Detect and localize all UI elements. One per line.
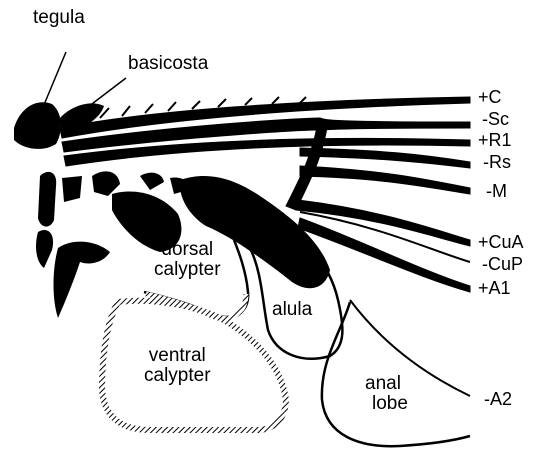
vein-label-sc: -Sc [482, 110, 509, 129]
vein-m [300, 166, 470, 194]
label-anal-lobe-line2: lobe [358, 394, 408, 414]
label-ventral-calypter: ventral calypter [144, 346, 211, 386]
small-plate-a [140, 173, 164, 190]
axillary-1 [38, 172, 56, 227]
label-dorsal-calypter-line2: calypter [154, 260, 221, 280]
label-basicosta: basicosta [128, 54, 208, 74]
label-tegula: tegula [33, 8, 85, 28]
label-alula: alula [272, 300, 312, 320]
lower-sclerite [36, 230, 53, 268]
vein-label-cup: -CuP [482, 255, 523, 274]
vein-cua [296, 200, 470, 246]
vein-rs [300, 148, 470, 168]
label-anal-lobe: anal lobe [358, 374, 408, 414]
axillary-3 [92, 171, 120, 196]
label-anal-lobe-line1: anal [358, 374, 408, 394]
tegula-sclerite [14, 102, 61, 149]
basicosta-pointer [84, 78, 126, 110]
vein-label-m: -M [486, 182, 507, 201]
label-ventral-calypter-line2: calypter [144, 366, 211, 386]
vein-label-r1: +R1 [478, 131, 512, 150]
posterior-sclerite [54, 242, 111, 318]
label-dorsal-calypter: dorsal calypter [154, 240, 221, 280]
label-dorsal-calypter-line1: dorsal [154, 240, 221, 260]
vein-label-cua: +CuA [478, 233, 524, 252]
vein-humeral-stem [286, 122, 328, 210]
vein-label-a1: +A1 [478, 279, 511, 298]
vein-label-rs: -Rs [483, 153, 511, 172]
axillary-2 [62, 176, 82, 202]
vein-label-c: +C [478, 88, 502, 107]
vein-label-a2: -A2 [484, 390, 512, 409]
label-ventral-calypter-line1: ventral [144, 346, 211, 366]
